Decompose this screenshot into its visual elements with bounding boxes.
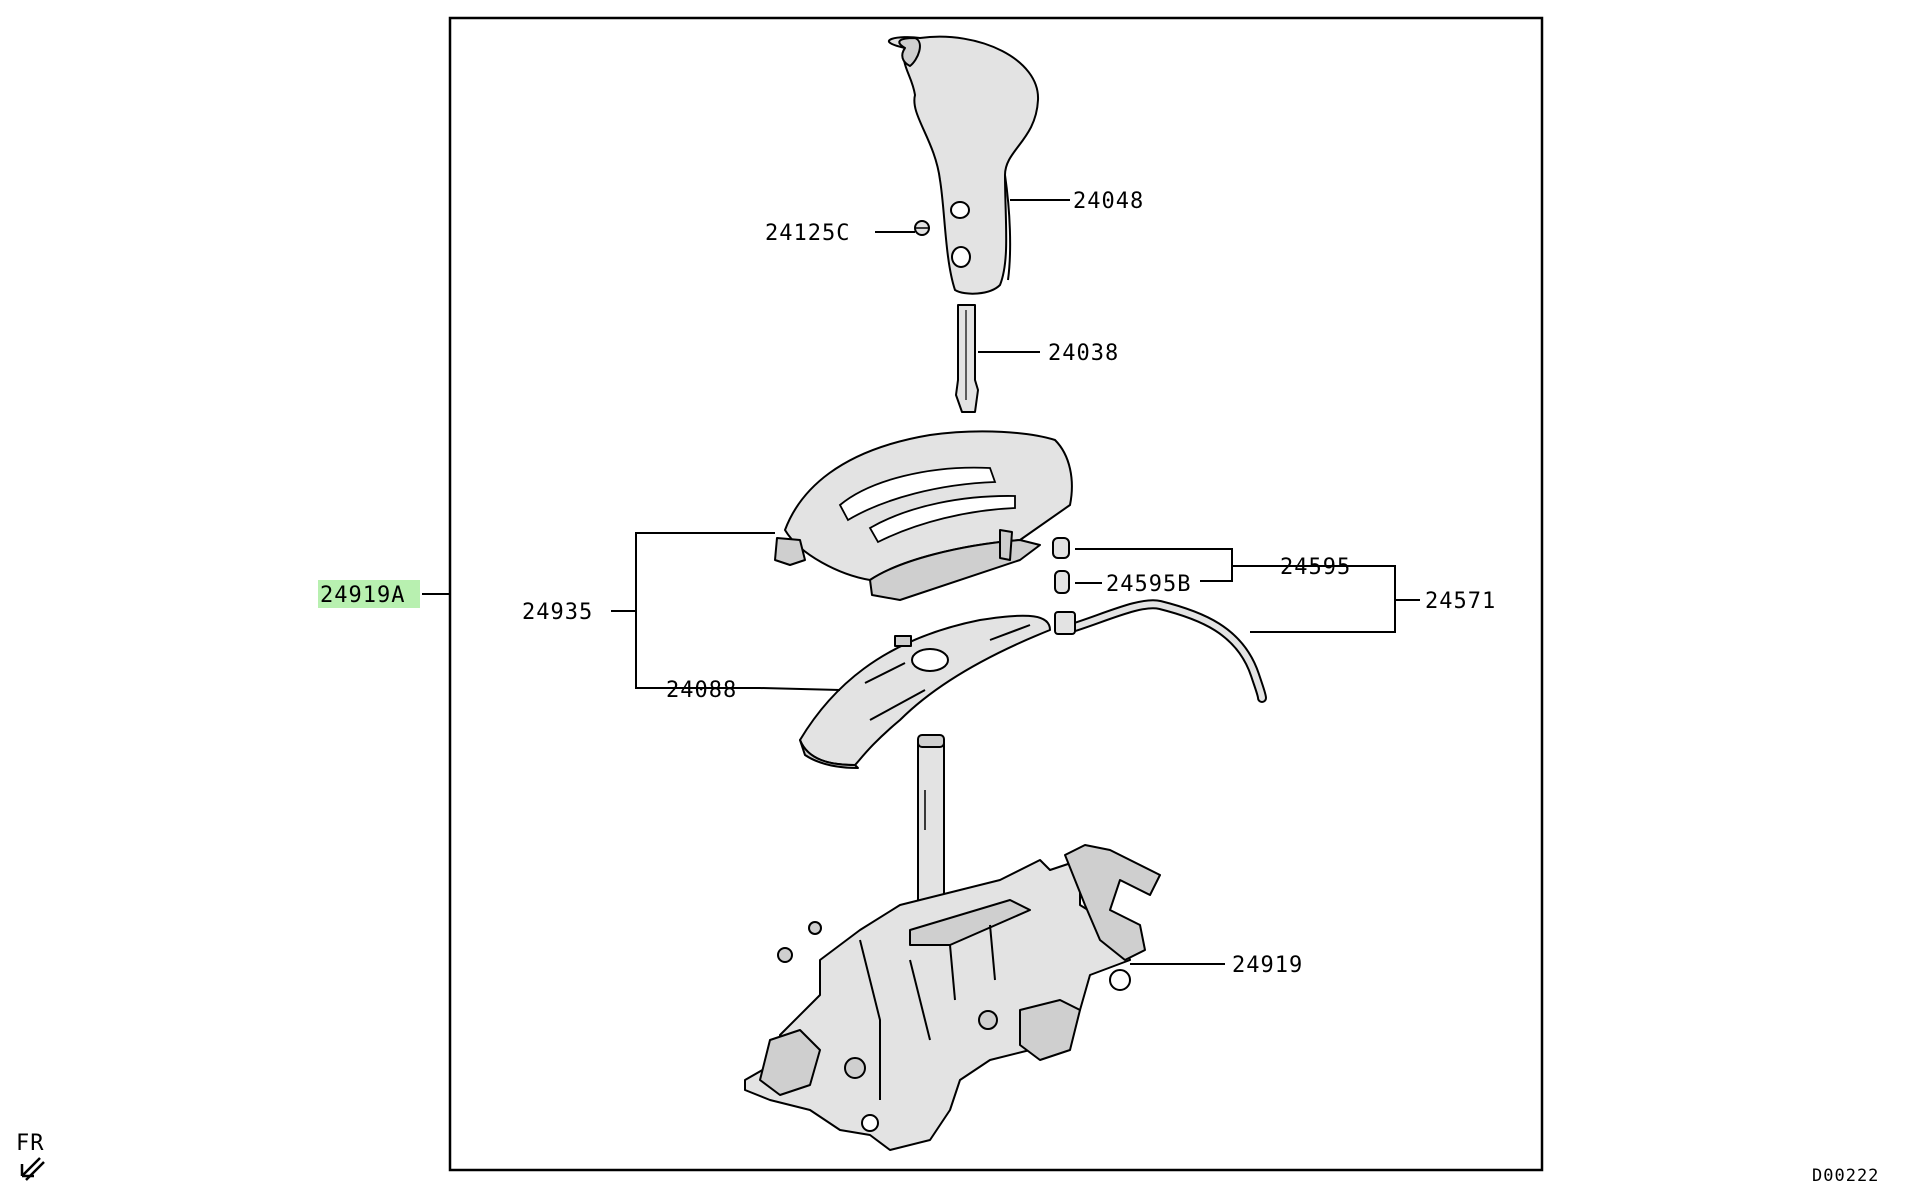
direction-label: FR [16,1131,45,1156]
leader-lines [422,199,1420,965]
callout-24125c: 24125C [765,221,850,246]
callout-24595b: 24595B [1106,572,1191,597]
callout-24919: 24919 [1232,953,1303,978]
front-arrow-icon [20,1157,45,1181]
callout-24935: 24935 [522,600,593,625]
interlock-cable-illustration [1054,599,1267,703]
drawing-code: D00222 [1812,1166,1879,1186]
button-illustration [955,304,979,413]
callout-24919a[interactable]: 24919A [320,583,405,608]
callout-highlight [318,580,420,608]
callout-24571: 24571 [1425,589,1496,614]
screw-illustration [914,220,930,236]
callout-24595: 24595 [1280,555,1351,580]
callout-24048: 24048 [1073,189,1144,214]
gate-plate-illustration [799,614,1051,769]
callout-24038: 24038 [1048,341,1119,366]
cable-clip-illustration [1052,537,1070,594]
shift-lever-assembly-illustration [744,734,1161,1151]
indicator-panel-illustration [774,430,1073,601]
callout-24088: 24088 [666,678,737,703]
shift-knob-illustration [888,35,1040,295]
